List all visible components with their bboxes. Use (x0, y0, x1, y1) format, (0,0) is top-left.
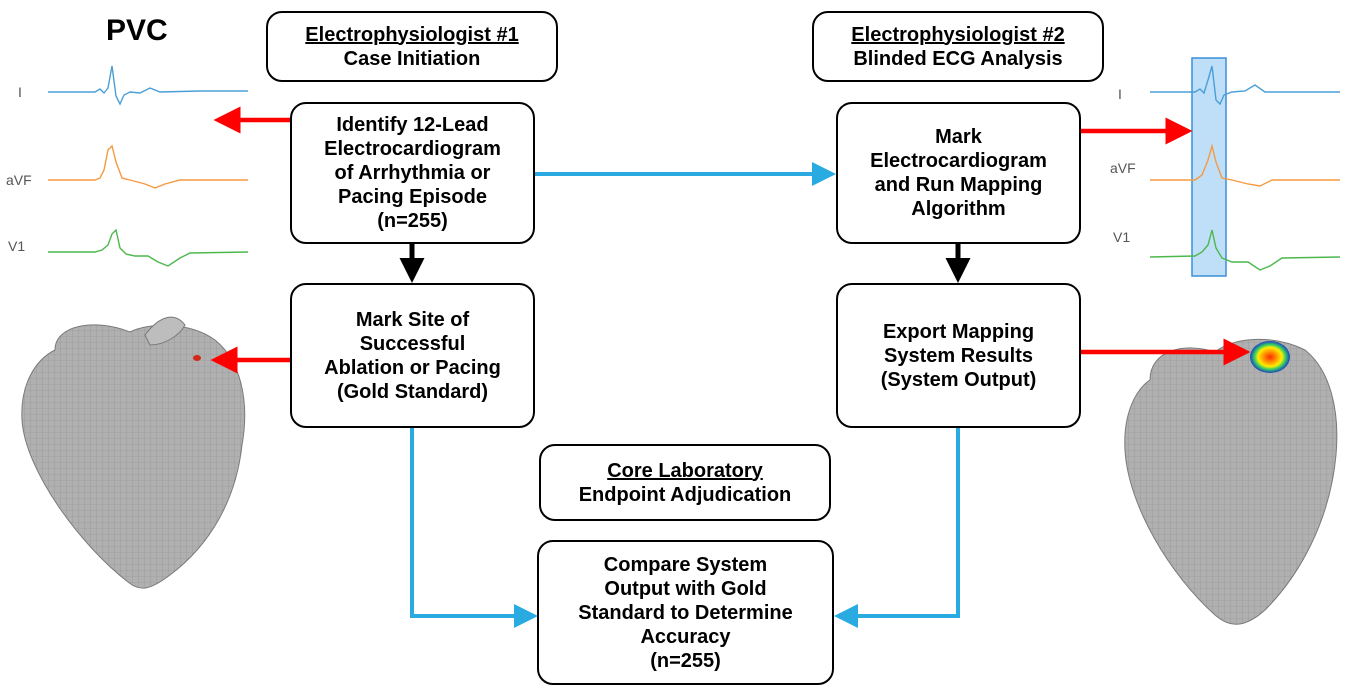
mark-site-box: Mark Site of Successful Ablation or Paci… (290, 283, 535, 428)
identify-line-2: Electrocardiogram (324, 138, 501, 160)
mark-site-line-2: Successful (359, 332, 466, 355)
left-trace-lead-aVF (48, 144, 248, 189)
right-lead-label-I: I (1118, 86, 1122, 102)
core-lab-box: Core Laboratory Endpoint Adjudication (539, 444, 831, 521)
compare-line-3: Standard to Determine (578, 601, 793, 624)
export-results-box: Export Mapping System Results (System Ou… (836, 283, 1081, 428)
right-lead-label-V1: V1 (1113, 229, 1131, 245)
ep2-subheading: Blinded ECG Analysis (853, 47, 1063, 70)
panel-title: PVC (106, 14, 168, 47)
left-trace-lead-I (48, 65, 248, 106)
core-subheading: Endpoint Adjudication (578, 483, 792, 506)
right-ecg-traces (1149, 65, 1341, 271)
left-lead-label-I: I (18, 84, 22, 100)
export-line-2: System Results (884, 344, 1033, 367)
ep1-subheading: Case Initiation (343, 47, 481, 70)
export-line-3: (System Output) (880, 368, 1037, 391)
left-ablation-site-icon (193, 355, 201, 361)
mark-site-line-1: Mark Site of (355, 308, 470, 331)
identify-line-3: of Arrhythmia or (334, 162, 491, 184)
core-heading: Core Laboratory (607, 459, 763, 482)
left-lead-label-aVF: aVF (6, 172, 32, 188)
right-trace-lead-V1 (1149, 229, 1341, 271)
identify-line-1: Identify 12-Lead (336, 114, 489, 136)
right-trace-lead-aVF (1150, 143, 1340, 187)
arrow-output-to-compare (834, 428, 960, 628)
identify-line-4: Pacing Episode (338, 186, 487, 208)
ep1-header-box: Electrophysiologist #1 Case Initiation (266, 11, 558, 82)
export-line-1: Export Mapping (882, 320, 1035, 343)
mark-site-line-4: (Gold Standard) (336, 380, 489, 403)
right-trace-lead-I (1150, 65, 1340, 106)
identify-ecg-box: Identify 12-Lead Electrocardiogram of Ar… (290, 102, 535, 244)
left-trace-lead-V1 (48, 228, 249, 267)
left-heart-model (21, 316, 246, 589)
compare-line-1: Compare System (603, 553, 768, 576)
identify-line-5: (n=255) (377, 210, 448, 232)
compare-line-4: Accuracy (640, 625, 731, 648)
mark-ecg-line-4: Algorithm (911, 198, 1006, 220)
ep2-heading: Electrophysiologist #2 (851, 23, 1065, 46)
right-lead-label-aVF: aVF (1110, 160, 1136, 176)
compare-results-box: Compare System Output with Gold Standard… (537, 540, 834, 685)
mark-ecg-line-3: and Run Mapping (874, 174, 1043, 196)
mark-ecg-line-1: Mark (935, 126, 982, 148)
right-hotspot-icon (1250, 341, 1290, 373)
left-lead-label-V1: V1 (8, 238, 26, 254)
right-heart-model (1124, 338, 1338, 625)
mark-ecg-line-2: Electrocardiogram (870, 150, 1047, 172)
left-ecg-traces (48, 65, 249, 267)
mark-site-line-3: Ablation or Pacing (324, 356, 501, 379)
ep2-header-box: Electrophysiologist #2 Blinded ECG Analy… (812, 11, 1104, 82)
mark-ecg-box: Mark Electrocardiogram and Run Mapping A… (836, 102, 1081, 244)
ep1-heading: Electrophysiologist #1 (305, 23, 519, 46)
compare-line-5: (n=255) (650, 649, 721, 672)
arrow-goldstandard-to-compare (410, 428, 538, 628)
compare-line-2: Output with Gold (604, 577, 767, 600)
